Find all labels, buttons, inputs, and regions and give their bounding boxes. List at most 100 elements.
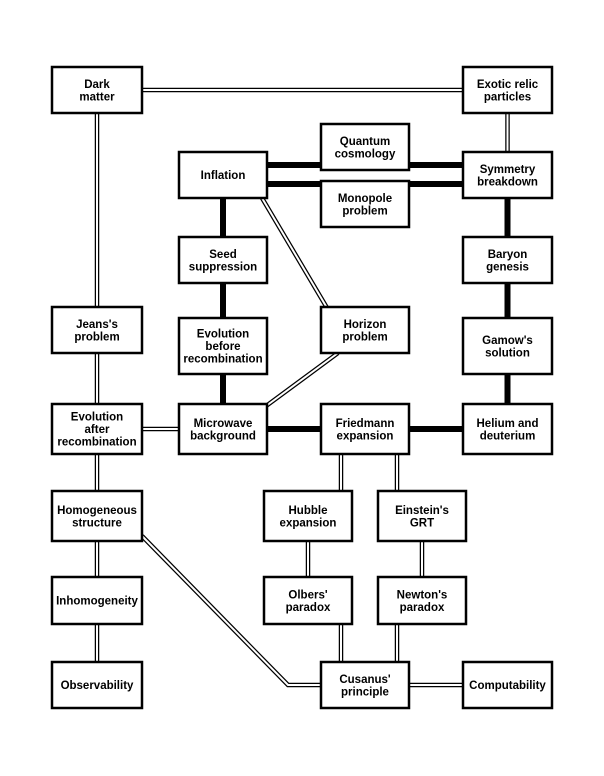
node-label-line: before (205, 341, 240, 353)
node-box (262, 575, 354, 626)
node-label-line: background (190, 430, 256, 442)
node-label-line: expansion (337, 430, 394, 442)
node-label-line: problem (342, 331, 387, 343)
edge-horizon-problem-to-microwave-background (260, 351, 340, 411)
edge-homogeneous-structure-to-cusanus-principle (140, 534, 321, 688)
node-cusanus-principle: Cusanus'principle (319, 660, 411, 710)
node-label-line: principle (341, 686, 389, 698)
node-box (461, 660, 554, 710)
node-label-line: Einstein's (395, 505, 449, 517)
node-label-line: Baryon (488, 249, 528, 261)
node-label-line: expansion (280, 517, 337, 529)
node-label-line: matter (79, 91, 115, 103)
node-box (177, 402, 269, 456)
node-box (50, 575, 144, 626)
node-box (50, 305, 144, 355)
node-box (50, 489, 144, 543)
node-box (319, 122, 411, 172)
node-box (376, 575, 468, 626)
node-box (461, 65, 554, 115)
node-label-line: Symmetry (480, 164, 536, 176)
node-label-line: solution (485, 347, 530, 359)
node-label-line: Olbers' (288, 589, 327, 601)
node-label-line: Evolution (71, 412, 123, 424)
node-observability: Observability (50, 660, 144, 710)
node-label-line: Friedmann (336, 418, 395, 430)
node-box (177, 150, 269, 200)
node-label-line: Evolution (197, 329, 249, 341)
node-label-line: Inhomogeneity (56, 596, 138, 608)
node-box (461, 150, 554, 200)
node-box (319, 305, 411, 355)
node-label-line: paradox (400, 602, 445, 614)
node-box (319, 402, 411, 456)
node-box (461, 402, 554, 456)
node-label-line: Newton's (397, 589, 448, 601)
node-label-line: recombination (57, 437, 136, 449)
node-box (461, 235, 554, 285)
node-label-line: Seed (209, 249, 237, 261)
node-box (177, 235, 269, 285)
node-label-line: Cusanus' (339, 674, 391, 686)
node-box (50, 402, 144, 456)
node-label-line: suppression (189, 261, 257, 273)
node-label-line: Quantum (340, 136, 390, 148)
node-olbers-paradox: Olbers'paradox (262, 575, 354, 626)
node-box (319, 179, 411, 229)
node-label-line: Computability (469, 680, 546, 692)
node-label-line: Gamow's (482, 335, 533, 347)
node-label-line: Horizon (344, 319, 387, 331)
node-label-line: Hubble (289, 505, 328, 517)
node-label-line: cosmology (335, 148, 396, 160)
node-box (50, 660, 144, 710)
node-label-line: GRT (410, 517, 434, 529)
node-label-line: genesis (486, 261, 529, 273)
node-label-line: Jeans's (76, 319, 118, 331)
edge-inflation-to-horizon-problem (260, 196, 335, 320)
node-inflation: Inflation (177, 150, 269, 200)
node-box (177, 316, 269, 376)
node-label-line: recombination (183, 354, 262, 366)
node-label-line: Exotic relic (477, 79, 539, 91)
node-label-line: after (85, 424, 110, 436)
node-box (376, 489, 468, 543)
node-box (461, 316, 554, 376)
edges-layer (94, 87, 511, 688)
node-label-line: Monopole (338, 193, 392, 205)
node-label-line: Inflation (201, 170, 246, 182)
node-label-line: deuterium (480, 430, 536, 442)
node-label-line: Dark (84, 79, 110, 91)
node-label-line: Observability (61, 680, 134, 692)
node-label-line: Microwave (194, 418, 253, 430)
node-inhomogeneity: Inhomogeneity (50, 575, 144, 626)
node-label-line: problem (342, 205, 387, 217)
node-label-line: breakdown (477, 176, 538, 188)
node-label-line: particles (484, 91, 531, 103)
node-box (50, 65, 144, 115)
node-label-line: paradox (286, 602, 331, 614)
node-box (262, 489, 354, 543)
node-label-line: problem (74, 331, 119, 343)
node-box (319, 660, 411, 710)
